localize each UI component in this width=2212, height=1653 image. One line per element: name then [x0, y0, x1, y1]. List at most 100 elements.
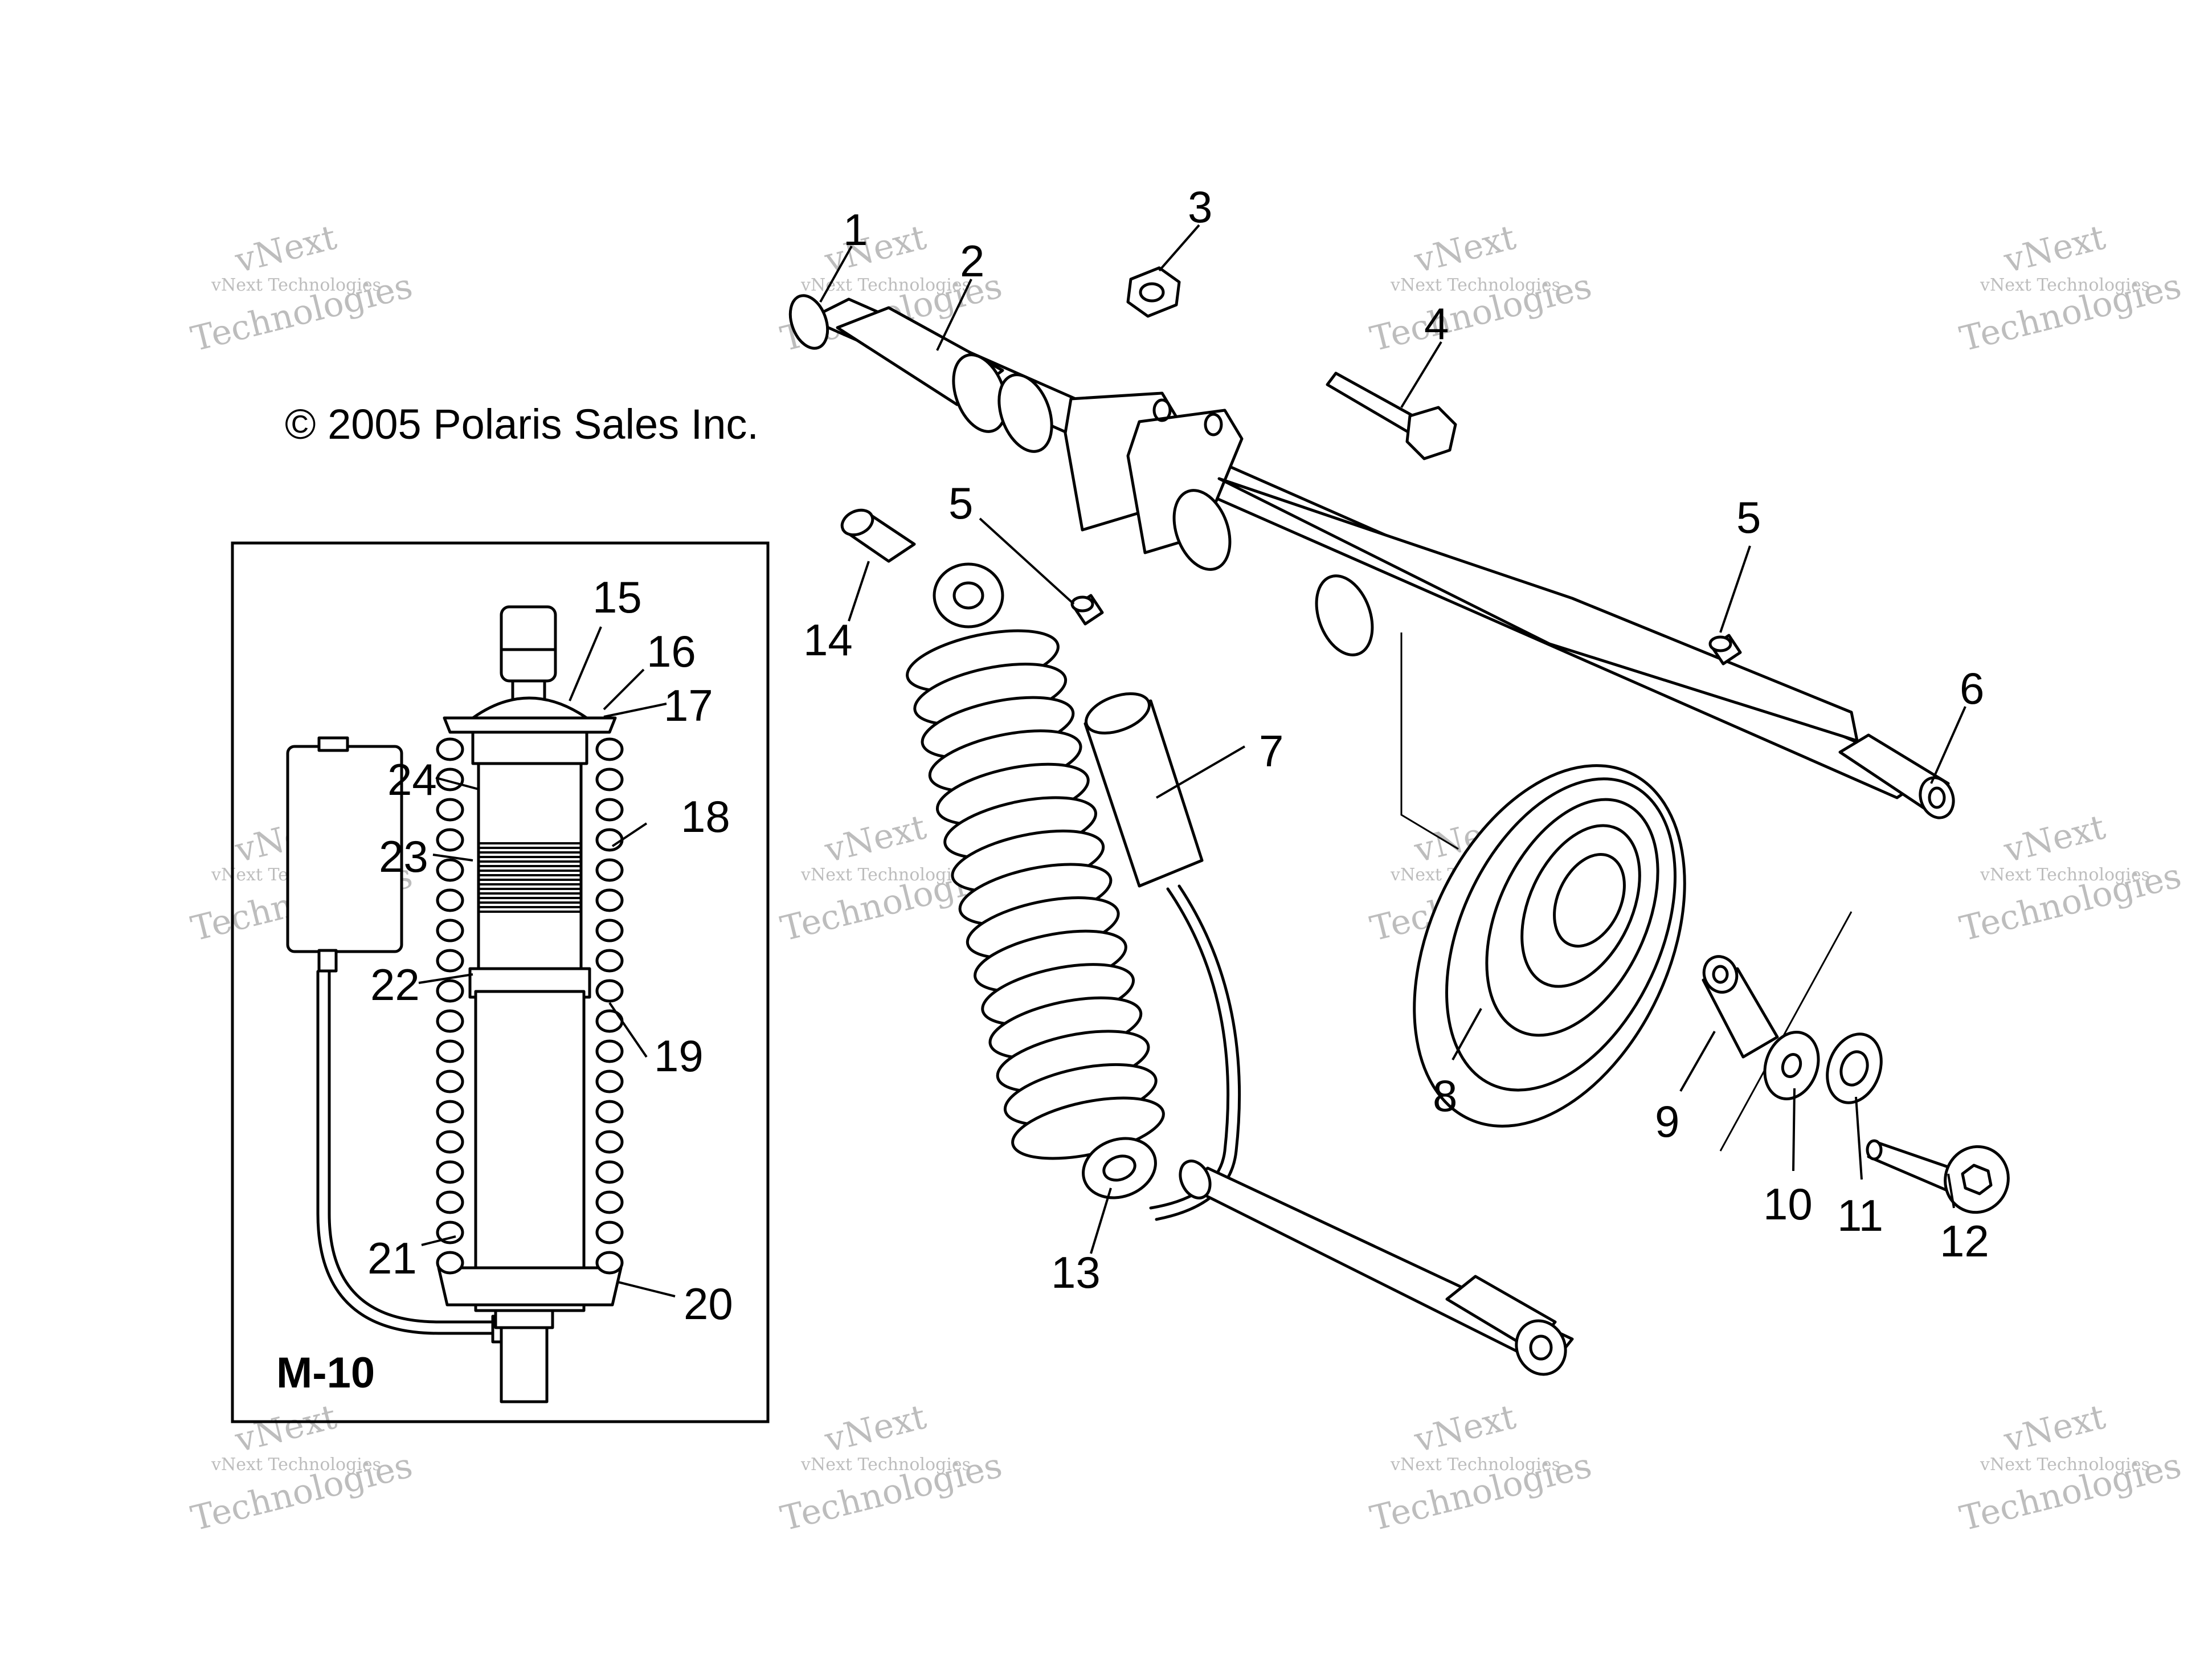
callout-16: 16	[647, 626, 696, 676]
spring-coil	[436, 1130, 464, 1154]
callout-10: 10	[1763, 1179, 1813, 1229]
callout-13: 13	[1051, 1247, 1101, 1297]
callout-5-right: 5	[1736, 492, 1761, 542]
callout-22: 22	[370, 960, 420, 1010]
callout-20: 20	[684, 1279, 733, 1329]
callout-11: 11	[1837, 1190, 1883, 1240]
spring-coil	[595, 919, 624, 942]
inset-label: M-10	[276, 1349, 375, 1397]
spring-coil	[436, 858, 464, 882]
callout-14: 14	[803, 615, 853, 665]
bolt-4	[1326, 372, 1457, 460]
spring-coil	[436, 1221, 464, 1244]
washer-11	[1826, 1032, 1883, 1104]
idler-wheel-8	[1413, 764, 1686, 1128]
spacer-9	[1702, 911, 1853, 1152]
spring-coil	[595, 1100, 624, 1124]
nut-3	[1126, 266, 1181, 318]
shock-assembly	[906, 562, 1241, 1221]
spring-coil	[436, 737, 464, 761]
watermark-text: vNext Technologies	[1980, 865, 2150, 885]
callout-numbers: 1 2 3 4 5 5 6 7 8 9 10 11 12 13 14 15 16…	[367, 182, 1989, 1329]
spring-coil	[595, 1190, 624, 1214]
watermark-text: vNext	[820, 807, 930, 871]
spring-coil	[595, 949, 624, 973]
watermark-text: vNext Technologies	[800, 1455, 971, 1475]
callout-8: 8	[1433, 1071, 1457, 1121]
spring-coil	[436, 919, 464, 942]
spring-coil	[595, 828, 624, 852]
watermark-text: vNext Technologies	[211, 275, 381, 295]
spring-coil	[595, 1251, 624, 1275]
spring-coil	[436, 768, 464, 791]
spring-coil	[595, 858, 624, 882]
spring-coil	[595, 798, 624, 822]
callout-9: 9	[1655, 1096, 1679, 1146]
spring-coil	[436, 1039, 464, 1063]
spring-coil	[595, 979, 624, 1003]
spring-coil	[595, 768, 624, 791]
spring-coil	[595, 737, 624, 761]
callout-23: 23	[379, 831, 428, 881]
spring-coil	[595, 1039, 624, 1063]
shaft-assembly	[788, 294, 1955, 850]
callout-5-left: 5	[948, 478, 973, 528]
inset-shock-detail: M-10	[231, 541, 770, 1423]
spring-coil	[436, 828, 464, 852]
spring-coil	[595, 888, 624, 912]
callout-19: 19	[654, 1031, 704, 1081]
spring-coil	[595, 1130, 624, 1154]
bushing-14	[840, 508, 916, 563]
callout-18: 18	[681, 791, 730, 842]
watermark-text: vNext	[2000, 807, 2109, 871]
washer-10	[1763, 1031, 1820, 1100]
watermark-text: vNext Technologies	[1980, 275, 2150, 295]
callout-15: 15	[592, 572, 642, 622]
spring-coil	[436, 798, 464, 822]
callout-1: 1	[843, 205, 868, 255]
spring-coil	[436, 1160, 464, 1184]
spring-coil	[436, 1190, 464, 1214]
spring-coil	[436, 888, 464, 912]
callout-3: 3	[1188, 182, 1212, 232]
spring-coil	[436, 949, 464, 973]
leader-lines	[418, 224, 1966, 1297]
lower-rod	[1179, 1160, 1574, 1376]
watermark-text: vNext	[2000, 218, 2109, 281]
watermark-text: vNext	[820, 1397, 930, 1461]
spring-coil	[595, 1070, 624, 1093]
callout-4: 4	[1424, 299, 1449, 349]
spring-coil	[436, 979, 464, 1003]
watermark-text: vNext	[231, 1397, 340, 1461]
callout-2: 2	[960, 236, 984, 286]
spring-coil	[436, 1070, 464, 1093]
grease-fitting-right	[1708, 634, 1742, 666]
callout-17: 17	[664, 680, 713, 730]
watermark-text: vNext	[2000, 1397, 2109, 1461]
callout-24: 24	[387, 754, 437, 805]
watermark-text: vNext	[231, 218, 340, 281]
copyright-text: © 2005 Polaris Sales Inc.	[285, 401, 759, 448]
spring-coil	[595, 1221, 624, 1244]
watermark-text: vNext Technologies	[1980, 1455, 2150, 1475]
spring-coil	[436, 1009, 464, 1033]
callout-7: 7	[1259, 726, 1283, 776]
callout-21: 21	[367, 1233, 417, 1283]
watermark-text: vNext Technologies	[800, 865, 971, 885]
watermark-text: vNext Technologies	[211, 1455, 381, 1475]
callout-6: 6	[1960, 663, 1984, 713]
spring-coil	[595, 1160, 624, 1184]
bolt-12	[1866, 1139, 2010, 1214]
watermark-text: vNext	[1410, 218, 1519, 281]
watermark-text: vNext	[1410, 1397, 1519, 1461]
